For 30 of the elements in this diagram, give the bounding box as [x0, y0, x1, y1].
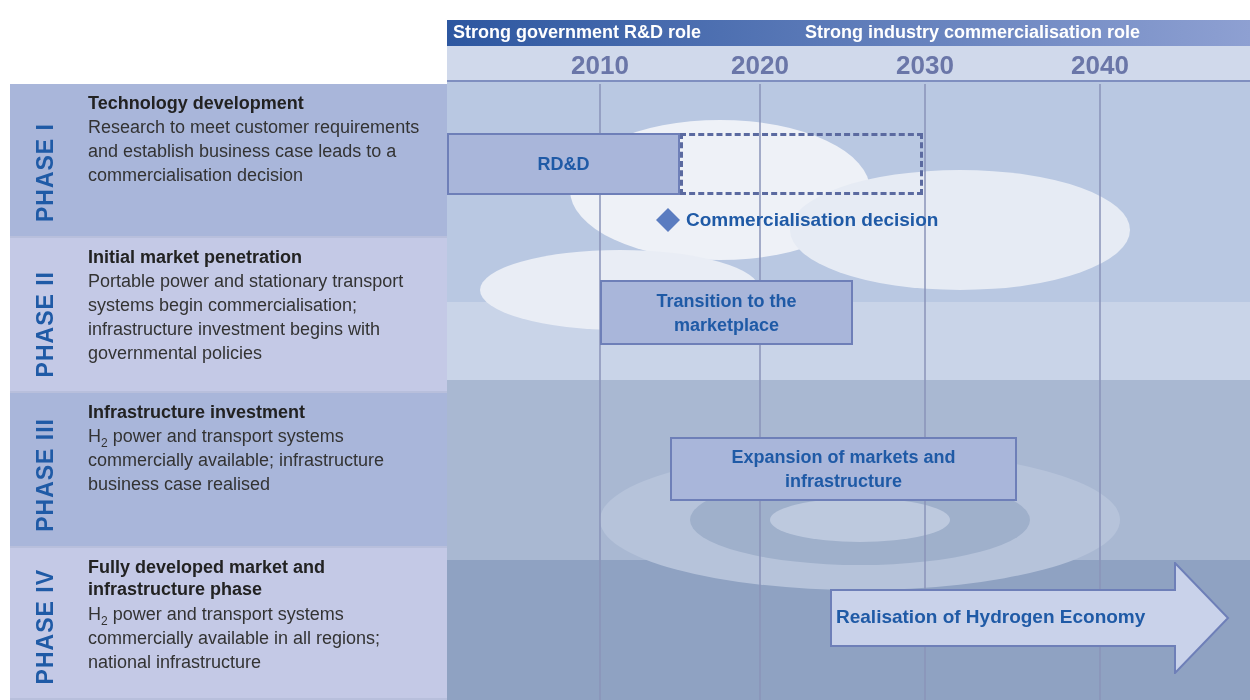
phase-heading: Fully developed market and infrastructure phase: [88, 556, 327, 600]
phase-band: [10, 238, 447, 393]
role-heading: Strong government R&D role: [453, 22, 702, 43]
phase-heading: Initial market penetration: [88, 246, 304, 268]
phase-description: H$_{2}$ power and transport systems commercially available in all regions; national infrastructure: [88, 603, 382, 674]
block-arrow: [830, 562, 1230, 674]
phase-band: [10, 548, 447, 700]
phase-heading: Infrastructure investment: [88, 401, 307, 423]
phase-heading: Technology development: [88, 92, 305, 114]
phase-label: PHASE II: [32, 270, 59, 377]
phase-description: Research to meet customer requirements and establish business case leads to a commercialisation decision: [88, 116, 421, 187]
phase-label: PHASE IV: [32, 568, 59, 684]
phase-band: [10, 84, 447, 238]
timeline-bar: RD&D: [447, 133, 680, 195]
phase-band: [10, 393, 447, 548]
phase-label: PHASE I: [32, 122, 59, 222]
timeline-bar: Transition to the marketplace: [600, 280, 853, 345]
phase-description: H$_{2}$ power and transport systems commercially available; infrastructure business case realised: [88, 425, 386, 496]
role-heading: Strong industry commercialisation role: [805, 22, 1141, 43]
year-label: 2030: [895, 50, 955, 81]
milestone-diamond: [656, 208, 680, 232]
year-label: 2020: [730, 50, 790, 81]
arrow-label: Realisation of Hydrogen Economy: [836, 606, 1146, 628]
timeline-bar: Expansion of markets and infrastructure: [670, 437, 1017, 501]
dashed-extension-box: [680, 133, 923, 195]
phase-label: PHASE III: [32, 418, 59, 532]
year-label: 2010: [570, 50, 630, 81]
milestone-label: Commercialisation decision: [686, 209, 939, 231]
year-label: 2040: [1070, 50, 1130, 81]
phase-description: Portable power and stationary transport systems begin commercialisation; infrastructure investment begins with governmental policies: [88, 270, 405, 365]
